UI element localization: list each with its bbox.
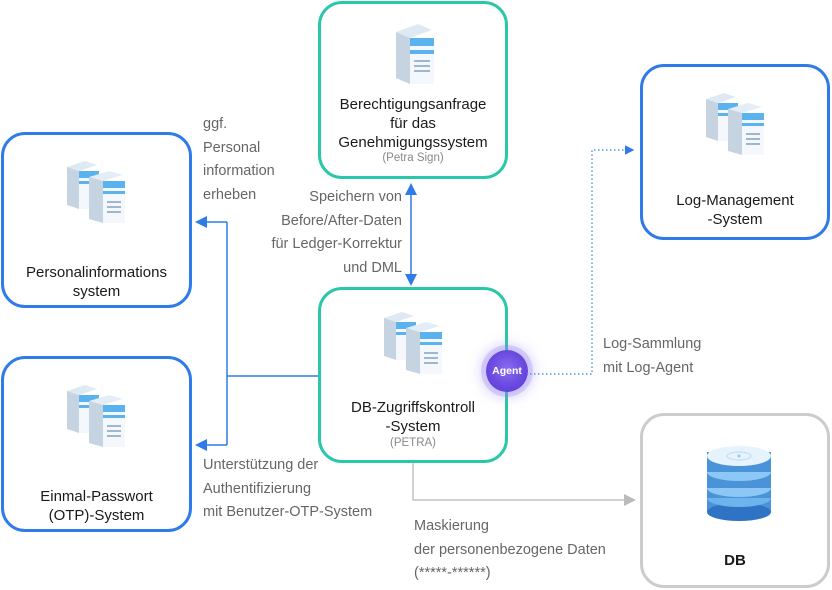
sign-system-box[interactable]: Berechtigungsanfrage für das Genehmigung… — [318, 1, 508, 179]
masking-label: Maskierung der personenbezogene Daten (*… — [414, 518, 606, 581]
personal-title: Personalinformations system — [26, 264, 167, 300]
otp-system-box[interactable]: Einmal-Passwort (OTP)-System — [1, 356, 192, 532]
ledger-label: Speichern von Before/After-Daten für Led… — [271, 189, 402, 276]
db-title: DB — [724, 552, 746, 569]
log-title: Log-Management -System — [676, 192, 794, 228]
otp-title: Einmal-Passwort (OTP)-System — [40, 488, 153, 524]
personal-system-box[interactable]: Personalinformations system — [1, 132, 192, 308]
log-collect-label: Log-Sammlung mit Log-Agent — [603, 336, 702, 376]
db-box[interactable]: DB — [640, 413, 830, 588]
personal-collect-label: ggf. Personal information erheben — [203, 116, 275, 203]
server-icon — [67, 385, 125, 447]
agent-badge: Agent — [486, 350, 528, 392]
petra-title: DB-Zugriffskontroll -System — [351, 399, 475, 435]
petra-subtitle: (PETRA) — [390, 437, 436, 449]
server-icon — [67, 161, 125, 223]
database-icon — [707, 446, 771, 521]
sign-title: Berechtigungsanfrage für das Genehmigung… — [338, 96, 488, 151]
otp-support-label: Unterstützung der Authentifizierung mit … — [203, 457, 373, 520]
server-icon — [384, 312, 442, 374]
petra-system-box[interactable]: DB-Zugriffskontroll -System (PETRA) — [318, 287, 508, 463]
sign-subtitle: (Petra Sign) — [382, 152, 444, 164]
masking-arrow — [412, 462, 636, 506]
log-system-box[interactable]: Log-Management -System — [640, 64, 830, 240]
server-icon — [396, 24, 434, 84]
server-icon — [706, 93, 764, 155]
